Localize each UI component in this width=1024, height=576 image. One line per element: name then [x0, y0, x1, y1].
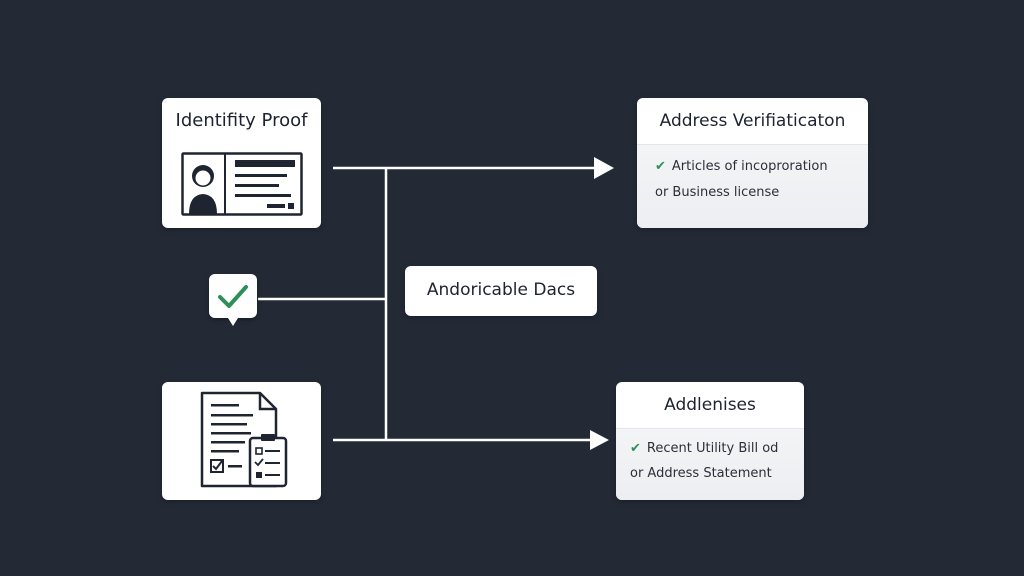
address-line-2: or Business license: [655, 185, 779, 200]
bottom-arrow-head: [590, 430, 609, 450]
addlenises-title: Addlenises: [664, 395, 756, 415]
address-verification-body: ✔ Articles of incoproration or Business l…: [637, 144, 868, 228]
identity-proof-card: Identifity Proof: [162, 98, 321, 228]
addlenises-body: ✔ Recent Utility Bill od or Address State…: [616, 428, 804, 500]
addlenises-card: Addlenises ✔ Recent Utility Bill od or Ad…: [616, 382, 804, 500]
addlenises-line-1: ✔ Recent Utility Bill od: [630, 441, 778, 456]
check-bubble: [209, 274, 257, 326]
checkmark-icon: [218, 285, 248, 326]
check-icon: ✔: [630, 441, 641, 456]
addlenises-line-1-text: Recent Utility Bill od: [646, 441, 779, 456]
document-checklist-icon: [200, 391, 288, 488]
address-verification-card: Address Verifiaticaton ✔ Articles of inco…: [637, 98, 868, 228]
top-arrow-head: [594, 157, 614, 179]
document-card: [162, 382, 321, 500]
addlenises-line-2-text: or Address Statement: [630, 466, 772, 481]
address-verification-title: Address Verifiaticaton: [659, 111, 846, 131]
addlenises-line-2: or Address Statement: [630, 466, 772, 481]
id-card-icon: [181, 152, 303, 216]
address-line-1-text: Articles of incoproration: [671, 159, 828, 174]
middle-label-box: Andoricable Dacs: [405, 266, 597, 316]
middle-label-text: Andoricable Dacs: [426, 280, 576, 300]
address-line-2-text: or Business license: [655, 185, 780, 200]
identity-proof-title: Identifity Proof: [175, 110, 308, 131]
address-line-1: ✔ Articles of incoproration: [655, 159, 828, 174]
check-icon: ✔: [655, 159, 666, 174]
